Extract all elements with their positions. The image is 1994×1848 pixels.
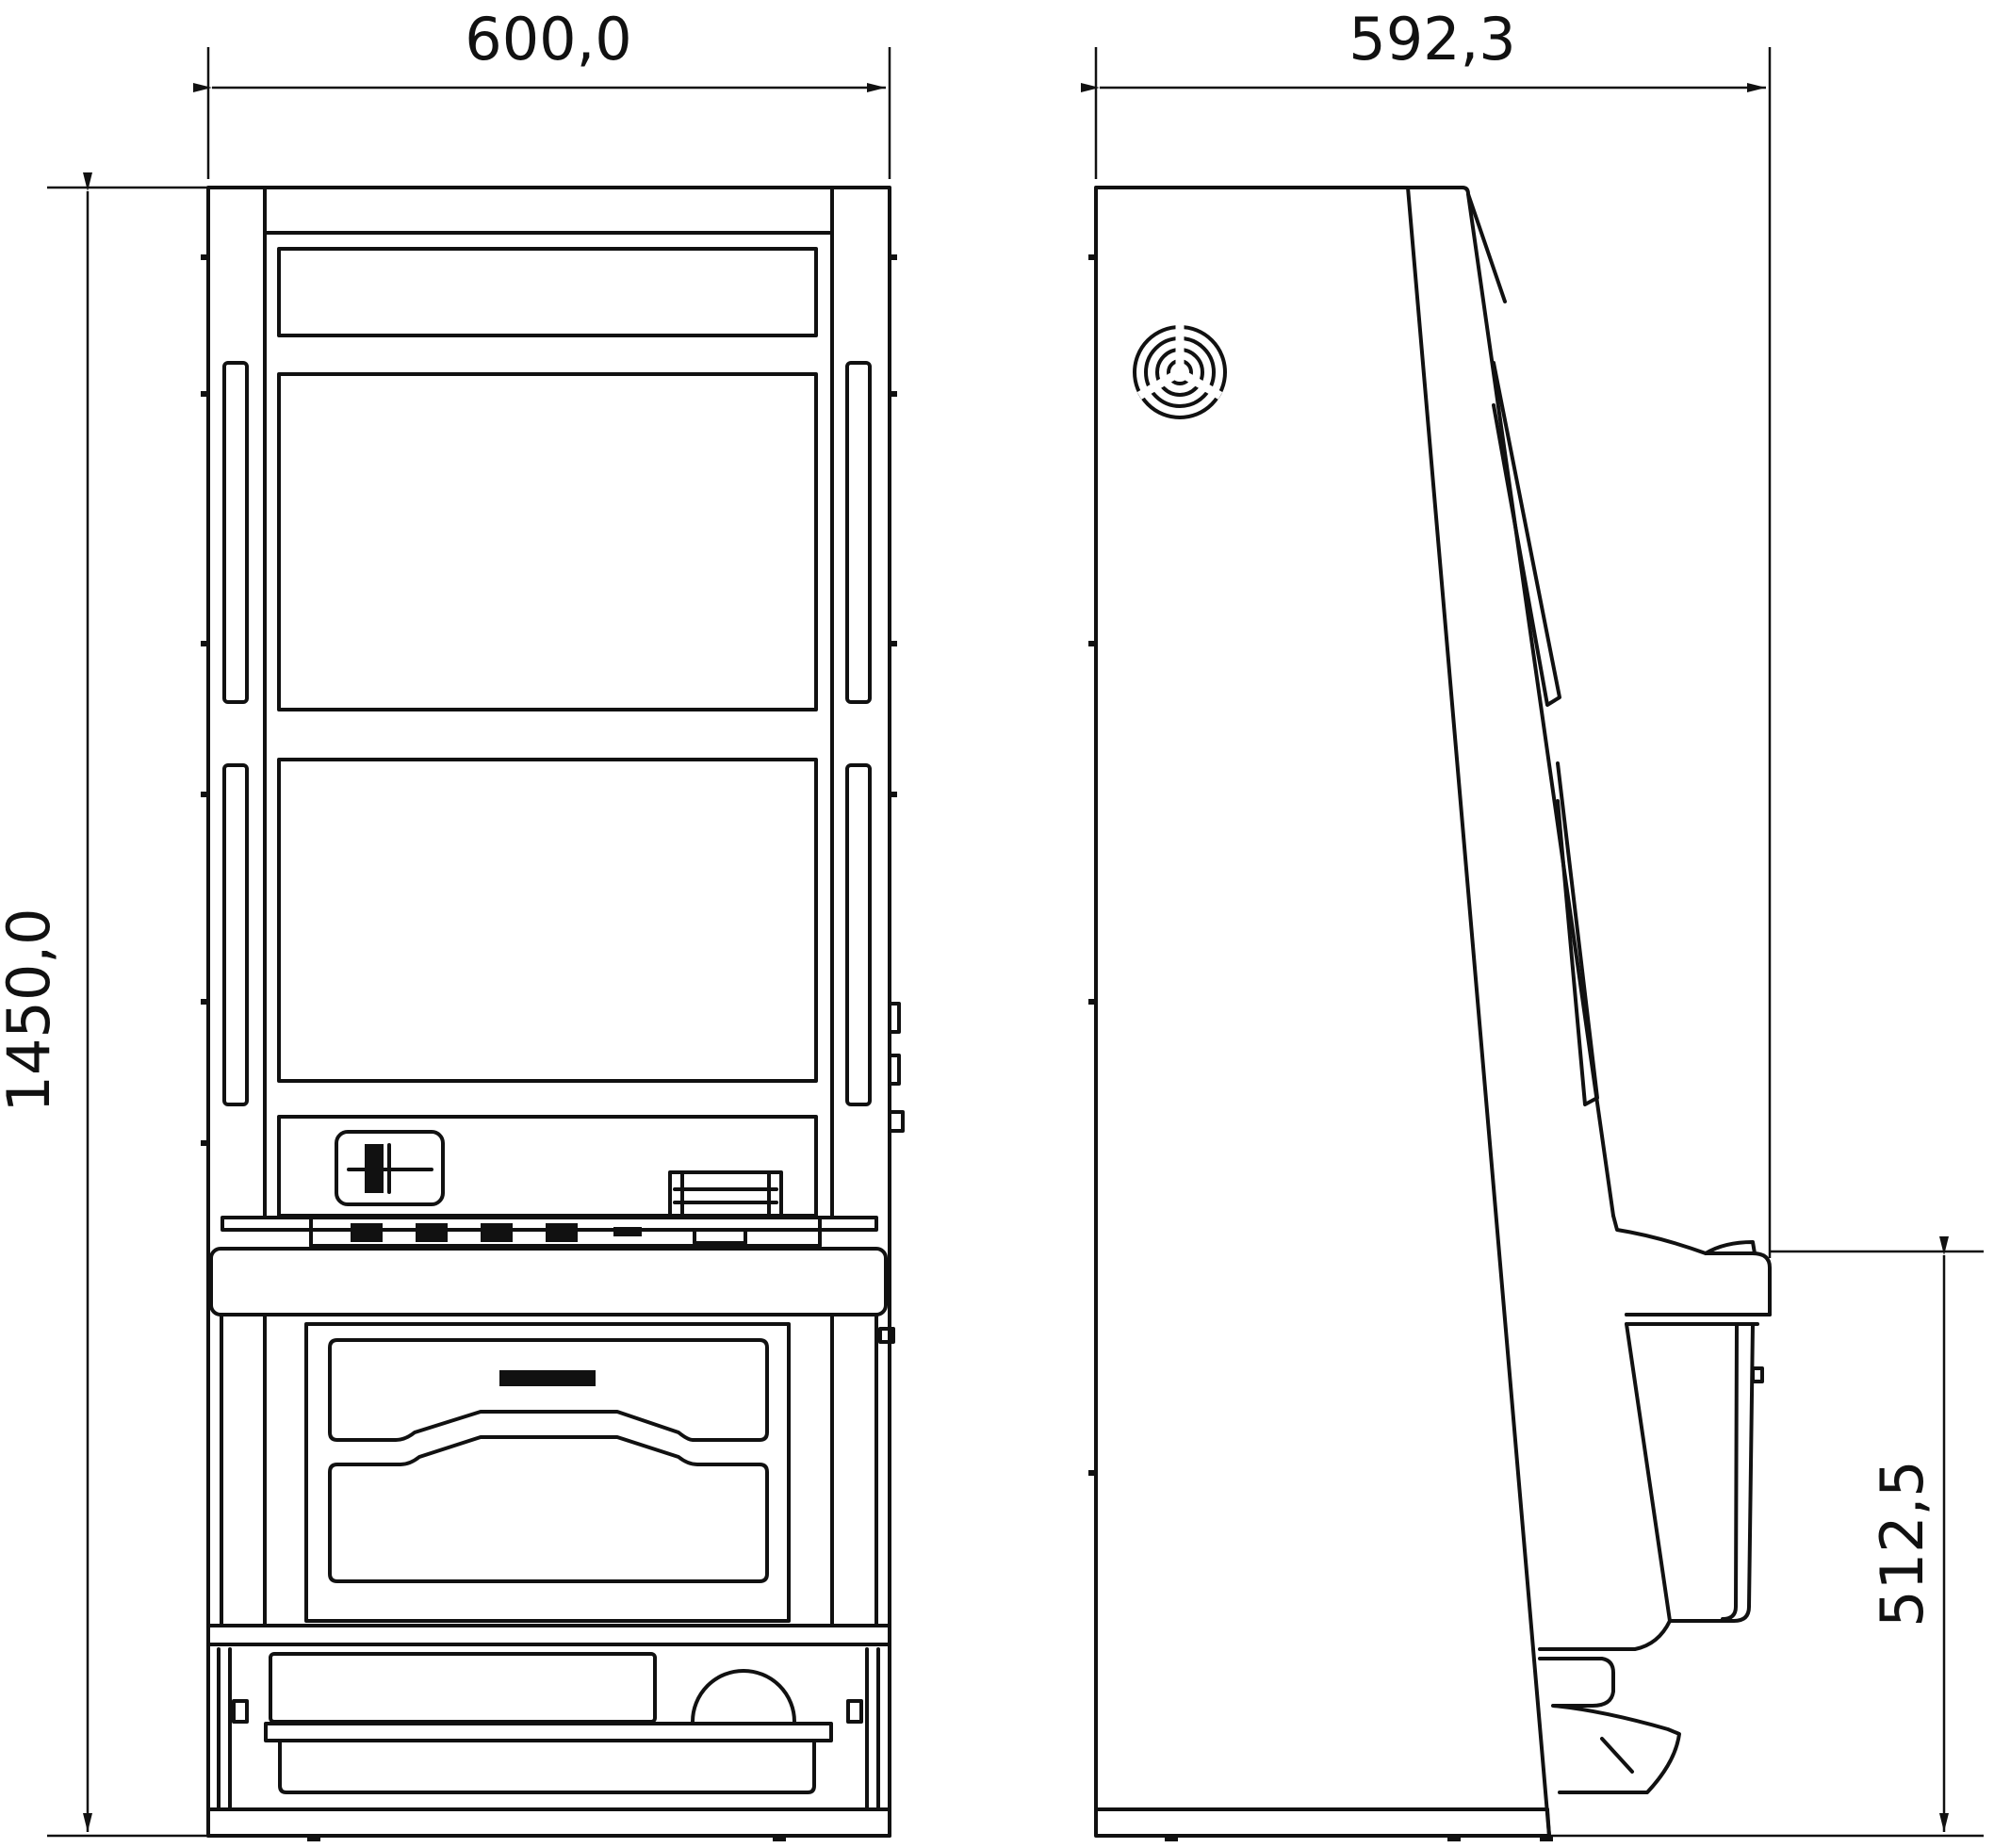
front-plinth: [206, 1807, 891, 1838]
dimension-front-edge-height: 512,5: [1545, 1236, 1984, 1838]
front-edge-height-label: 512,5: [1868, 1460, 1937, 1627]
belly-door: [304, 1322, 791, 1623]
dimension-side-depth: 592,3: [1081, 5, 1772, 1258]
belly-logo-slot: [499, 1370, 596, 1386]
deck-buttons: [351, 1223, 642, 1242]
front-width-label: 600,0: [465, 5, 632, 74]
front-view: [201, 186, 905, 1841]
button-deck: [209, 1247, 888, 1316]
dimension-front-width: 600,0: [193, 5, 891, 179]
dimension-total-height: 1450,0: [0, 172, 209, 1838]
lower-screen: [277, 758, 818, 1083]
side-view: [1088, 186, 1772, 1841]
speaker-grille-icon: [1133, 325, 1227, 419]
total-height-label: 1450,0: [0, 908, 63, 1113]
bill-validator: [668, 1170, 783, 1219]
upper-screen: [277, 372, 818, 711]
card-reader: [335, 1130, 445, 1206]
side-depth-label: 592,3: [1348, 5, 1516, 74]
topper-panel: [277, 247, 818, 337]
